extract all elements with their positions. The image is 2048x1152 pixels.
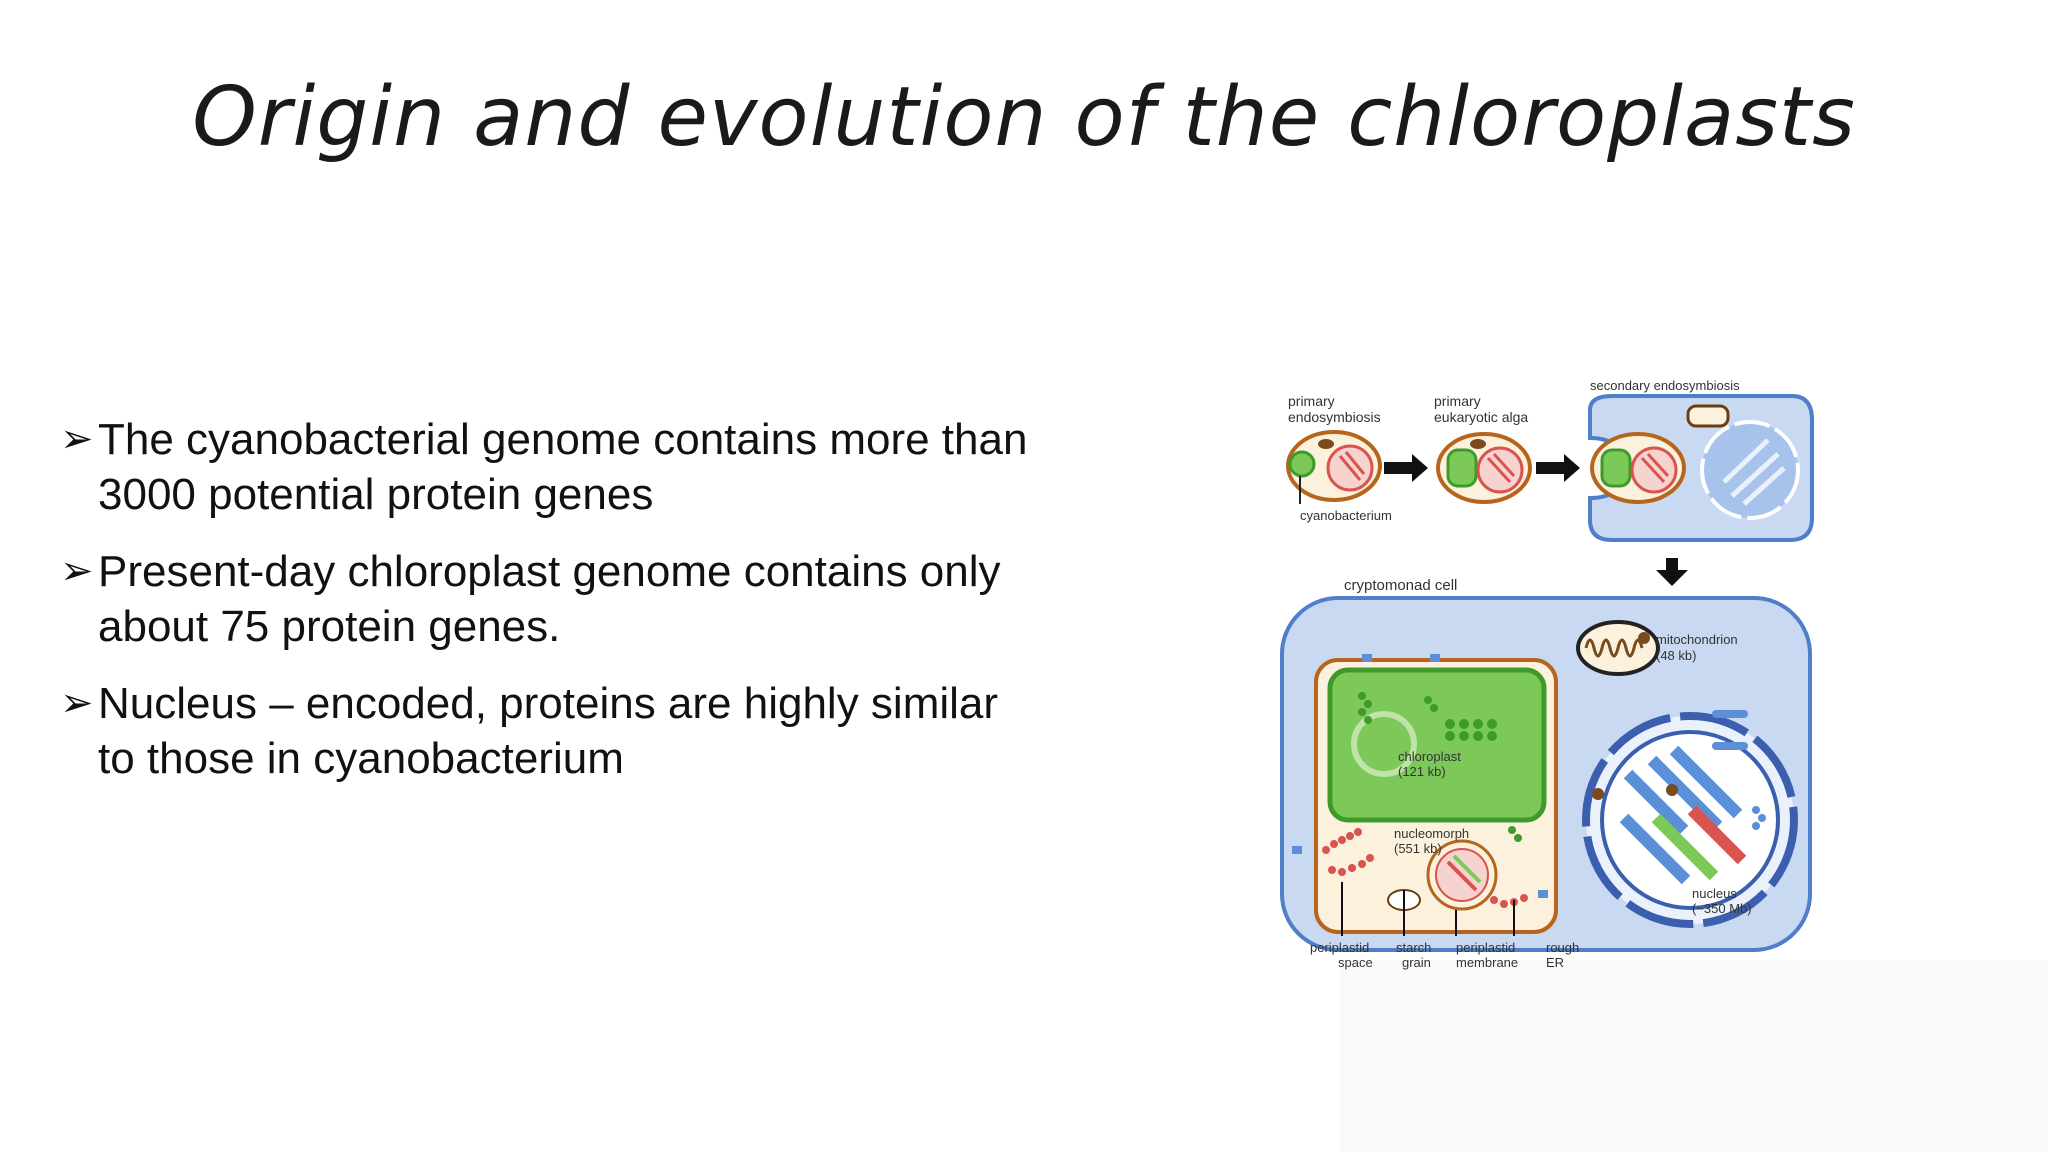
label-periplastid-membrane: membrane: [1456, 955, 1518, 970]
figure-shadow: [1340, 960, 2048, 1152]
label-primary-alga: primary: [1434, 393, 1481, 409]
primary-alga-cell: [1436, 432, 1532, 504]
bullet-item: ➢ The cyanobacterial genome contains mor…: [58, 412, 1188, 522]
arrow-right-icon: [1536, 454, 1580, 482]
label-starch-grain: starch: [1396, 940, 1431, 955]
label-mitochondrion-size: (48 kb): [1656, 648, 1696, 663]
bullet-list: ➢ The cyanobacterial genome contains mor…: [58, 412, 1188, 808]
bullet-line: to those in cyanobacterium: [98, 734, 624, 783]
bullet-line: Present-day chloroplast genome contains …: [98, 547, 1001, 596]
label-primary-endosymbiosis: endosymbiosis: [1288, 409, 1381, 425]
label-rough-er: rough: [1546, 940, 1579, 955]
endosymbiosis-diagram: primary endosymbiosis primary eukaryotic…: [1280, 378, 1814, 970]
label-nucleomorph-size: (551 kb): [1394, 841, 1442, 856]
arrow-bullet-icon: ➢: [60, 681, 94, 725]
label-primary-endosymbiosis: primary: [1288, 393, 1335, 409]
label-nucleus: nucleus: [1692, 886, 1737, 901]
label-primary-alga: eukaryotic alga: [1434, 409, 1528, 425]
label-starch-grain: grain: [1402, 955, 1431, 970]
bullet-item: ➢ Present-day chloroplast genome contain…: [58, 544, 1188, 654]
label-cryptomonad-cell: cryptomonad cell: [1344, 577, 1457, 594]
bullet-item: ➢ Nucleus – encoded, proteins are highly…: [58, 676, 1188, 786]
bullet-line: The cyanobacterial genome contains more …: [98, 415, 1028, 464]
bullet-line: about 75 protein genes.: [98, 602, 561, 651]
label-periplastid-space: periplastid: [1310, 940, 1369, 955]
primary-endosymbiosis-cell: [1286, 430, 1382, 504]
label-chloroplast: chloroplast: [1398, 749, 1461, 764]
cryptomonad-cell: [1280, 596, 1812, 952]
label-periplastid-space: space: [1338, 955, 1373, 970]
label-mitochondrion: mitochondrion: [1656, 632, 1738, 647]
label-cyanobacterium: cyanobacterium: [1300, 508, 1392, 523]
label-chloroplast-size: (121 kb): [1398, 764, 1446, 779]
pointer-lines: [1341, 882, 1515, 936]
arrow-bullet-icon: ➢: [60, 417, 94, 461]
bullet-line: 3000 potential protein genes: [98, 470, 654, 519]
label-nucleus-size: (~350 Mb): [1692, 901, 1752, 916]
bullet-line: Nucleus – encoded, proteins are highly s…: [98, 679, 999, 728]
arrow-right-icon: [1384, 454, 1428, 482]
arrow-down-icon: [1656, 558, 1688, 586]
secondary-host-cell: [1588, 394, 1814, 542]
arrow-bullet-icon: ➢: [60, 549, 94, 593]
label-nucleomorph: nucleomorph: [1394, 826, 1469, 841]
label-rough-er: ER: [1546, 955, 1564, 970]
slide-title: Origin and evolution of the chloroplasts: [192, 70, 1856, 165]
label-secondary-endosymbiosis: secondary endosymbiosis: [1590, 378, 1740, 393]
label-periplastid-membrane: periplastid: [1456, 940, 1515, 955]
